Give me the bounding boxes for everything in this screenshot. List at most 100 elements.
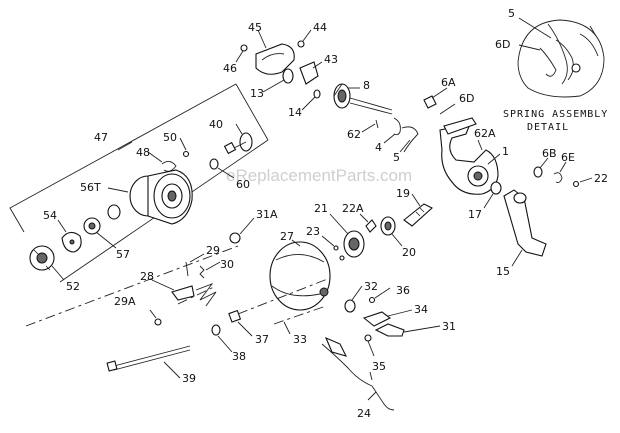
- leader-50: [179, 137, 187, 151]
- label-6d: 6D: [495, 38, 510, 51]
- part-48-clip: [161, 161, 177, 172]
- leader-19: [411, 193, 421, 207]
- part-54-hole: [69, 239, 75, 245]
- label-37: 37: [255, 333, 269, 346]
- part-50-screw: [182, 150, 190, 158]
- part-22a-cap: [365, 219, 377, 233]
- bracket-47-right: [235, 83, 269, 141]
- detail-arm: [547, 23, 568, 85]
- part-15-handle: [503, 189, 547, 257]
- spring-assembly-detail: SPRING ASSEMBLY DETAIL: [503, 19, 608, 133]
- leader-1: [487, 153, 501, 165]
- label-6a: 6A: [441, 76, 456, 89]
- part-39-shaft: [113, 345, 191, 367]
- label-24: 24: [357, 407, 371, 420]
- part-4-clip: [393, 117, 401, 136]
- part-52-rib-b: [45, 265, 51, 271]
- label-22: 22: [594, 172, 608, 185]
- leader-23: [321, 235, 335, 247]
- part-29a-screw: [154, 318, 162, 326]
- detail-circle: [517, 19, 605, 98]
- detail-spring: [539, 47, 557, 77]
- part-31-knob: [374, 323, 405, 337]
- label-43: 43: [324, 53, 338, 66]
- part-21-hub: [348, 237, 360, 251]
- leader-6d: [518, 44, 541, 51]
- part-62-pin: [375, 119, 379, 129]
- label-62a: 62A: [474, 127, 496, 140]
- part-14-washer: [313, 89, 321, 99]
- leader-56t: [107, 187, 129, 193]
- part-29-pin: [185, 261, 189, 277]
- leader-47: [117, 141, 133, 151]
- label-38: 38: [232, 350, 246, 363]
- label-60: 60: [236, 178, 250, 191]
- label-48: 48: [136, 146, 150, 159]
- leader-35: [367, 340, 375, 357]
- leader-15: [511, 249, 523, 267]
- part-39-end: [106, 360, 118, 372]
- label-5b: 5: [393, 151, 400, 164]
- label-31: 31: [442, 320, 456, 333]
- leader-45: [257, 29, 267, 49]
- part-52-center: [36, 252, 48, 264]
- part-6a-cap: [423, 95, 437, 109]
- part-23-screw-b: [339, 255, 345, 261]
- centerline-33: [273, 305, 327, 325]
- detail-arm-inner: [555, 39, 574, 81]
- part-27-rim: [275, 254, 325, 263]
- leader-6e: [559, 161, 567, 173]
- part-1-bore: [473, 171, 483, 181]
- label-29: 29: [206, 244, 220, 257]
- part-23-screw: [333, 245, 339, 251]
- label-45: 45: [248, 21, 262, 34]
- leader-52: [51, 265, 65, 281]
- leader-36: [374, 287, 391, 299]
- part-15-handle-hub: [513, 192, 527, 204]
- part-6b-cap: [533, 166, 543, 178]
- label-23: 23: [306, 225, 320, 238]
- part-1-foot: [443, 117, 477, 135]
- leader-21: [329, 213, 349, 235]
- part-22-screw: [572, 180, 580, 188]
- leader-60: [217, 167, 235, 179]
- label-40: 40: [209, 118, 223, 131]
- leader-43: [312, 61, 323, 69]
- label-21: 21: [314, 202, 328, 215]
- part-32-roller: [344, 299, 356, 313]
- part-8-spoke: [333, 83, 343, 97]
- detail-caption-line2: DETAIL: [527, 122, 569, 133]
- leader-48: [147, 151, 163, 163]
- part-5-spring: [401, 126, 419, 153]
- label-14: 14: [288, 106, 302, 119]
- label-46: 46: [223, 62, 237, 75]
- detail-caption-line1: SPRING ASSEMBLY: [503, 109, 608, 120]
- label-13: 13: [250, 87, 264, 100]
- leader-31a: [239, 217, 255, 235]
- leader-32: [351, 285, 363, 301]
- leader-22: [579, 177, 593, 183]
- leader-38: [217, 335, 233, 353]
- centerline-lower: [177, 277, 331, 315]
- leader-30: [205, 261, 221, 271]
- part-19-pinion: [403, 203, 433, 227]
- label-47: 47: [94, 131, 108, 144]
- leader-31: [403, 325, 441, 333]
- detail-edge: [579, 25, 599, 57]
- leader-57: [95, 231, 117, 249]
- centerline-upper: [25, 245, 239, 327]
- part-19-tooth-a: [415, 211, 421, 217]
- leader-44: [302, 29, 312, 42]
- label-19: 19: [396, 187, 410, 200]
- part-8-gear-hub: [337, 89, 347, 103]
- label-35: 35: [372, 360, 386, 373]
- leader-6a: [431, 87, 448, 99]
- part-zigzag-spring: [195, 283, 217, 307]
- part-31a-cap: [229, 232, 241, 244]
- watermark: eReplacementParts.com: [226, 166, 412, 185]
- bracket-47-left: [9, 83, 237, 233]
- leader-39: [163, 361, 181, 379]
- label-27: 27: [280, 230, 294, 243]
- leader-6b: [539, 157, 549, 169]
